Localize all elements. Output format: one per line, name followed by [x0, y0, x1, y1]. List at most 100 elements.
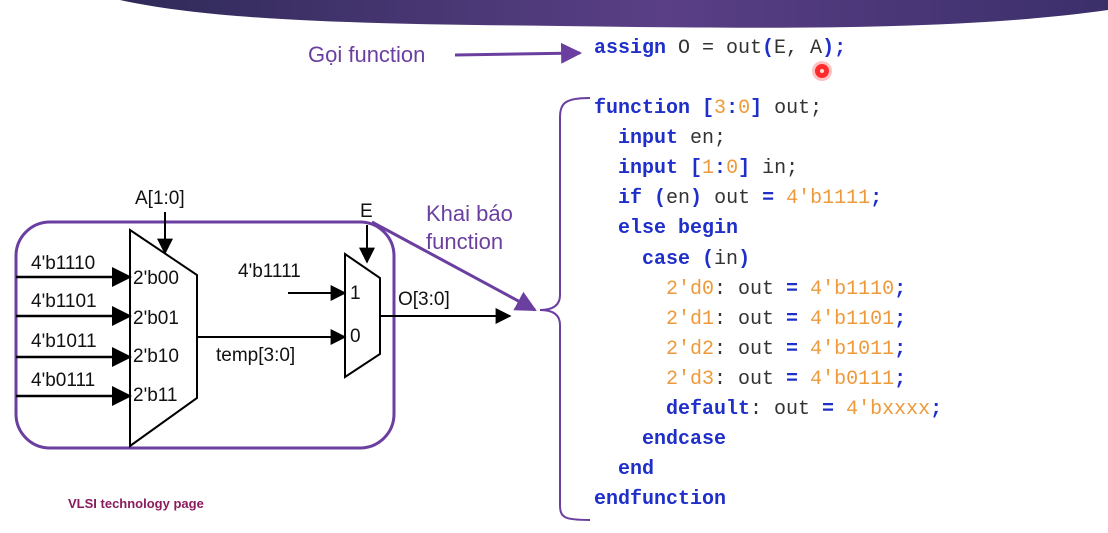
code-token: =: [786, 368, 799, 391]
code-token: [: [702, 97, 715, 120]
function-brace: [539, 97, 591, 521]
code-token: 3: [714, 97, 727, 120]
code-token: endfunction: [594, 488, 727, 511]
code-line: 2'd1: out = 4'b1101;: [594, 308, 906, 332]
header-band: [120, 0, 1108, 28]
code-block: assign O = out(E, A); function [3:0] out…: [0, 0, 942, 511]
mux2-shape: [344, 252, 381, 379]
code-line: endfunction: [594, 488, 726, 512]
code-token: ;: [870, 187, 883, 210]
mux4-shape: [129, 228, 198, 448]
code-token: ;: [894, 308, 907, 331]
code-token: ;: [930, 398, 943, 421]
code-token: );: [822, 37, 847, 60]
select-label: A[1:0]: [135, 188, 185, 209]
code-token: ]: [738, 157, 751, 180]
code-line: input en;: [594, 127, 726, 151]
code-token: out;: [762, 97, 823, 120]
call-annotation: Gọi function: [308, 42, 426, 67]
code-token: :: [714, 157, 727, 180]
code-token: ;: [894, 338, 907, 361]
code-token: en;: [678, 127, 727, 150]
declare-annotation-line1: Khai báo: [426, 201, 513, 226]
code-token: 2'd3: [594, 368, 715, 391]
code-line: if (en) out = 4'b1111;: [594, 187, 882, 211]
input-value-1: 4'b1110: [31, 253, 96, 274]
code-token: assign: [594, 37, 667, 60]
const-input-value: 4'b1111: [238, 261, 301, 282]
code-token: end: [594, 458, 655, 481]
code-token: 4'b1111: [774, 187, 871, 210]
code-token: : out: [714, 308, 787, 331]
code-token: if: [594, 187, 655, 210]
input-value-3: 4'b1011: [31, 331, 97, 352]
footer-text: VLSI technology page: [68, 496, 204, 511]
code-token: E, A: [774, 37, 823, 60]
code-token: =: [786, 278, 799, 301]
code-token: : out: [714, 278, 787, 301]
code-token: 0: [726, 157, 739, 180]
code-token: :: [726, 97, 739, 120]
code-line: 2'd0: out = 4'b1110;: [594, 278, 906, 302]
code-token: input: [594, 127, 679, 150]
code-token: 2'd1: [594, 308, 715, 331]
code-token: 4'b1110: [798, 278, 895, 301]
code-token: (: [654, 187, 667, 210]
code-token: input: [594, 157, 691, 180]
code-token: in: [714, 248, 739, 271]
code-token: out: [702, 187, 763, 210]
code-token: =: [762, 187, 775, 210]
code-token: ;: [894, 368, 907, 391]
code-token: case: [594, 248, 703, 271]
code-token: function: [594, 97, 703, 120]
mux4-port-2: 2'b10: [133, 346, 179, 367]
code-token: : out: [750, 398, 823, 421]
code-line: 2'd2: out = 4'b1011;: [594, 338, 906, 362]
code-token: endcase: [594, 428, 727, 451]
temp-label: temp[3:0]: [216, 345, 296, 366]
code-token: [: [690, 157, 703, 180]
mux2-port-0: 0: [350, 326, 361, 347]
code-token: ]: [750, 97, 763, 120]
code-token: (: [762, 37, 775, 60]
code-line: else begin: [594, 217, 738, 241]
declare-pointer-line: [371, 220, 537, 312]
code-token: 4'b0111: [798, 368, 895, 391]
mux4-port-0: 2'b00: [133, 268, 179, 289]
code-line: 2'd3: out = 4'b0111;: [594, 368, 906, 392]
code-token: (: [702, 248, 715, 271]
code-line: input [1:0] in;: [594, 157, 798, 181]
code-token: else begin: [594, 217, 739, 240]
enable-label: E: [360, 201, 373, 222]
code-token: 4'b1101: [798, 308, 895, 331]
code-token: ): [738, 248, 751, 271]
mux4-port-1: 2'b01: [133, 308, 179, 329]
assign-statement: assign O = out(E, A);: [594, 37, 846, 61]
code-token: ): [690, 187, 703, 210]
code-token: : out: [714, 338, 787, 361]
code-token: 4'b1011: [798, 338, 895, 361]
pointer-cursor-icon: [815, 64, 829, 78]
mux4-port-3: 2'b11: [133, 385, 178, 406]
code-line: endcase: [594, 428, 726, 452]
code-token: 1: [702, 157, 715, 180]
code-token: default: [594, 398, 751, 421]
code-token: =: [822, 398, 835, 421]
call-arrow: [454, 42, 583, 64]
output-label: O[3:0]: [398, 289, 450, 310]
code-token: en: [666, 187, 691, 210]
code-token: =: [786, 338, 799, 361]
code-token: 0: [738, 97, 751, 120]
code-line: case (in): [594, 248, 750, 272]
code-token: 2'd2: [594, 338, 715, 361]
code-token: 4'bxxxx: [834, 398, 931, 421]
code-token: ;: [894, 278, 907, 301]
code-token: =: [786, 308, 799, 331]
code-line: function [3:0] out;: [594, 97, 822, 121]
declare-annotation-line2: function: [426, 229, 504, 254]
code-token: : out: [714, 368, 787, 391]
code-token: in;: [750, 157, 799, 180]
code-token: O = out: [666, 37, 763, 60]
